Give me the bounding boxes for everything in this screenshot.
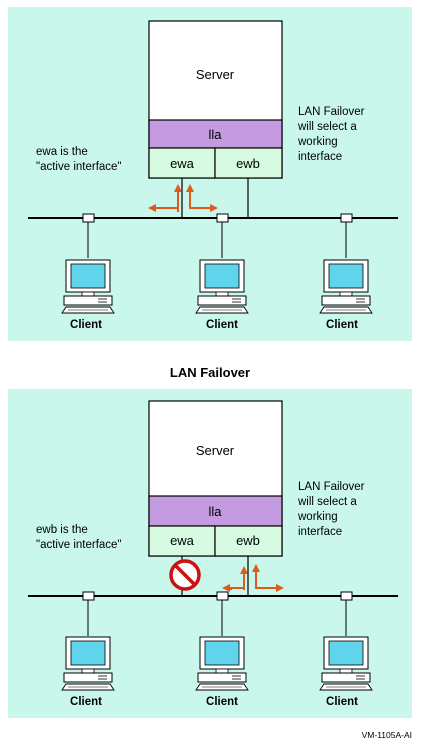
top-client-2-computer-icon [195,259,249,314]
bottom-lla-label: lla [208,504,222,519]
top-active-note-line1: ewa is the [36,146,88,158]
top-client-1-label: Client [70,319,102,331]
bottom-client-3-label: Client [326,696,358,708]
top-server-label: Server [196,67,235,82]
bottom-failover-note-line1: LAN Failover [298,481,365,493]
top-ewb-label: ewb [236,156,260,171]
top-transceiver-1 [82,213,95,223]
top-failover-note-line2: will select a [297,121,357,133]
bottom-server: Server lla ewa ewb [148,400,283,557]
top-client-3-label: Client [326,319,358,331]
bottom-client-1-label: Client [70,696,102,708]
bottom-failover-note-line4: interface [298,526,342,538]
top-traffic-arrows [148,184,218,212]
bottom-panel: Server lla ewa ewb ewb is the "active in… [8,389,412,718]
bottom-transceiver-2 [216,591,229,601]
bottom-client-3-computer-icon [319,636,373,691]
top-failover-note-line3: working [297,136,338,148]
top-lla-layer [148,119,283,149]
top-server: Server lla ewa ewb [148,20,283,179]
top-failover-note-line4: interface [298,151,342,163]
bottom-transceiver-1 [82,591,95,601]
bottom-ewb-label: ewb [236,533,260,548]
bottom-client-2-computer-icon [195,636,249,691]
top-ewa-label: ewa [170,156,195,171]
bottom-client-2-label: Client [206,696,238,708]
top-transceiver-2 [216,213,229,223]
section-title: LAN Failover [170,365,250,380]
top-lla-label: lla [208,127,222,142]
no-entry-icon [169,559,201,591]
bottom-active-note-line1: ewb is the [36,524,88,536]
top-transceiver-3 [340,213,353,223]
top-active-note-line2: "active interface" [36,161,122,173]
figure-id: VM-1105A-AI [362,730,412,740]
bottom-ewa-label: ewa [170,533,195,548]
bottom-failover-note-line3: working [297,511,338,523]
bottom-traffic-arrows [222,564,284,592]
bottom-lla-layer [148,495,283,527]
top-panel: Server lla ewa ewb ewa is the "active in… [8,7,412,341]
bottom-failover-note-line2: will select a [297,496,357,508]
bottom-transceiver-3 [340,591,353,601]
top-ewa-interface [148,147,216,179]
bottom-ewa-interface [148,525,216,557]
top-failover-note-line1: LAN Failover [298,106,365,118]
bottom-server-label: Server [196,443,235,458]
bottom-client-1-computer-icon [61,636,115,691]
top-client-2-label: Client [206,319,238,331]
bottom-active-note-line2: "active interface" [36,539,122,551]
top-client-3-computer-icon [319,259,373,314]
top-client-1-computer-icon [61,259,115,314]
